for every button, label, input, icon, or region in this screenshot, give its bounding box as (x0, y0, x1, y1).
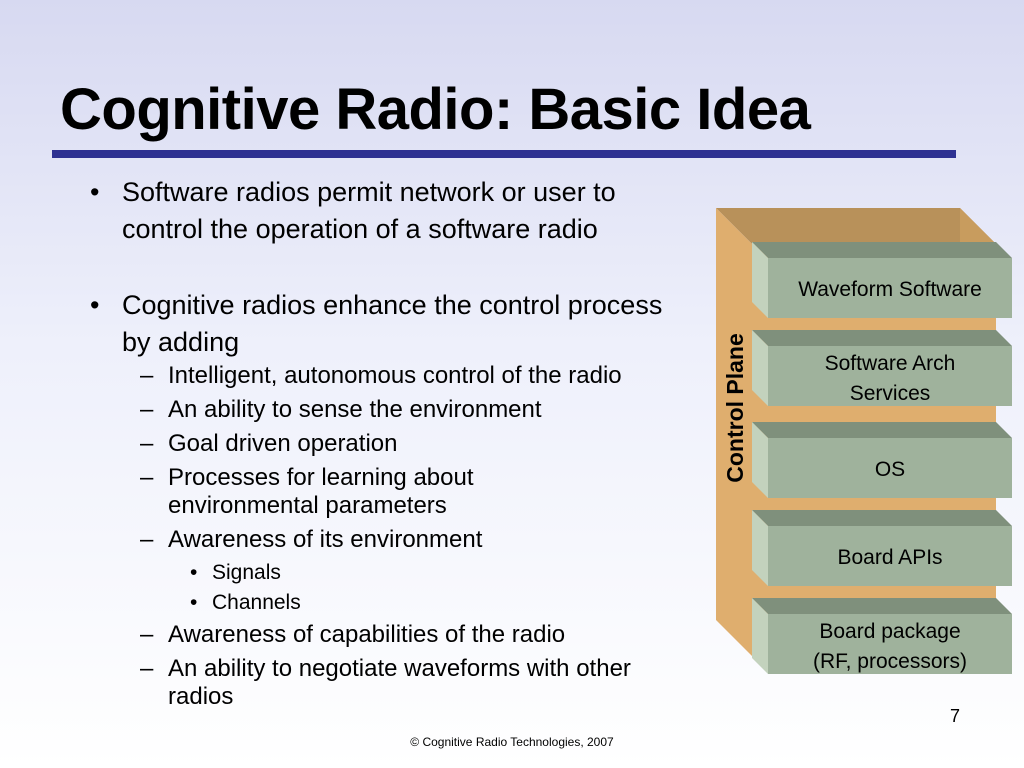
layer-top-face (752, 330, 1012, 346)
layer-label: OS (875, 458, 905, 481)
dash-marker: – (140, 396, 154, 423)
layer-top-face (752, 510, 1012, 526)
layer-label: (RF, processors) (813, 650, 967, 673)
bullet-marker: • (190, 561, 198, 584)
control-plane-top-face (716, 208, 996, 244)
bullet-text: Software radios permit network or user t… (122, 177, 616, 244)
layer-label: Waveform Software (798, 278, 982, 301)
layer-label: Services (850, 382, 931, 405)
sub-sub-bullet-item: • Channels (190, 590, 512, 616)
layer-left-face (752, 242, 768, 318)
layer-label: Board package (819, 620, 960, 643)
sub-bullet-text: Intelligent, autonomous control of the r… (168, 362, 622, 389)
sub-bullet-item: – Awareness of capabilities of the radio (140, 621, 728, 649)
dash-marker: – (140, 362, 154, 389)
page-number: 7 (950, 706, 961, 726)
layer-left-face (752, 510, 768, 586)
stack-layer: Board APIs (752, 510, 1012, 586)
bullet-item: • Cognitive radios enhance the control p… (90, 287, 692, 361)
slide-title: Cognitive Radio: Basic Idea (60, 77, 811, 142)
stack-layer: Board package (RF, processors) (752, 598, 1012, 674)
layer-front-face (768, 526, 1012, 586)
layer-front-face (768, 346, 1012, 406)
sub-bullet-text: Processes for learning about environment… (168, 464, 474, 519)
bullet-item: • Software radios permit network or user… (90, 174, 692, 248)
bullet-text: Cognitive radios enhance the control pro… (122, 290, 663, 357)
sub-bullet-text: An ability to sense the environment (168, 396, 542, 423)
sub-bullet-text: Goal driven operation (168, 430, 398, 457)
layer-front-face (768, 438, 1012, 498)
title-underline (52, 150, 956, 158)
dash-marker: – (140, 464, 154, 491)
layer-left-face (752, 330, 768, 406)
sub-sub-bullet-text: Channels (212, 591, 301, 614)
sub-bullet-text: Awareness of capabilities of the radio (168, 621, 566, 648)
sub-bullet-item: – An ability to negotiate waveforms with… (140, 655, 658, 711)
layer-top-face (752, 598, 1012, 614)
layer-label: Software Arch (825, 352, 956, 375)
layer-front-face (768, 258, 1012, 318)
layer-front-face (768, 614, 1012, 674)
sub-bullet-item: – An ability to sense the environment (140, 396, 728, 424)
sub-bullet-item: – Processes for learning about environme… (140, 464, 548, 520)
sub-bullet-item: – Goal driven operation (140, 430, 728, 458)
sub-bullet-item: – Intelligent, autonomous control of the… (140, 362, 728, 390)
sub-bullet-text: Awareness of its environment (168, 526, 483, 553)
sub-sub-bullet-item: • Signals (190, 560, 512, 586)
layer-left-face (752, 422, 768, 498)
layer-label: Board APIs (837, 546, 942, 569)
dash-marker: – (140, 655, 154, 682)
bullet-marker: • (90, 177, 100, 207)
layer-top-face (752, 422, 1012, 438)
layer-left-face (752, 598, 768, 674)
dash-marker: – (140, 526, 154, 553)
stack-layer: Waveform Software (752, 242, 1012, 318)
sub-sub-bullet-text: Signals (212, 561, 281, 584)
control-plane-label: Control Plane (722, 333, 748, 483)
sub-bullet-text: An ability to negotiate waveforms with o… (168, 655, 631, 710)
dash-marker: – (140, 621, 154, 648)
bullet-marker: • (90, 290, 100, 320)
control-plane-front-face (716, 208, 752, 656)
copyright-footer: © Cognitive Radio Technologies, 2007 (410, 735, 614, 749)
bullet-marker: • (190, 591, 198, 614)
layer-top-face (752, 242, 1012, 258)
dash-marker: – (140, 430, 154, 457)
sub-bullet-item: – Awareness of its environment (140, 526, 728, 554)
stack-layer: OS (752, 422, 1012, 498)
